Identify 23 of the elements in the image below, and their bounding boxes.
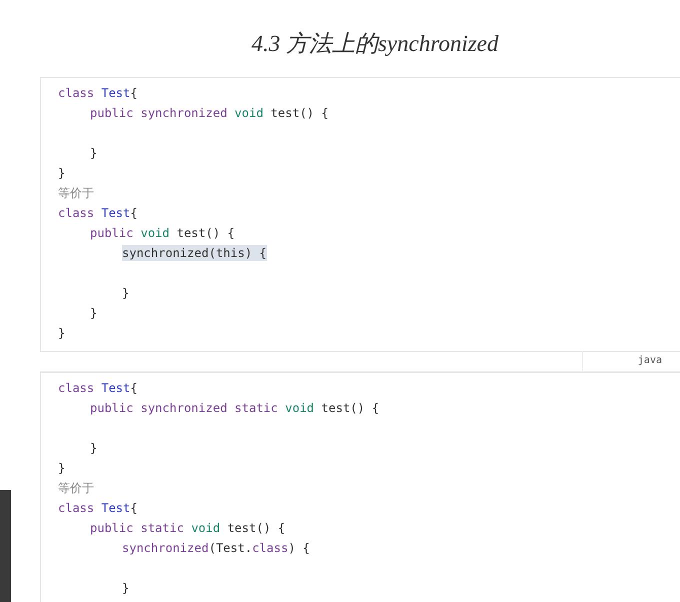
code-line: synchronized(Test.class) { xyxy=(122,540,310,556)
code-line: } xyxy=(58,325,66,341)
code-block xyxy=(40,372,680,602)
code-line: public void test() { xyxy=(90,225,235,241)
code-line: } xyxy=(90,145,98,161)
code-line: class Test{ xyxy=(58,205,138,221)
code-line: } xyxy=(90,305,98,321)
code-line: public synchronized void test() { xyxy=(90,105,328,121)
code-line: } xyxy=(122,580,130,596)
page-title: 4.3 方法上的synchronized xyxy=(250,30,500,58)
code-line: class Test{ xyxy=(58,380,138,396)
code-line: class Test{ xyxy=(58,500,138,516)
comment-text: 等价于 xyxy=(58,480,94,497)
code-line: public synchronized static void test() { xyxy=(90,400,380,416)
code-line: } xyxy=(58,460,66,476)
code-line: public static void test() { xyxy=(90,520,286,536)
code-block xyxy=(40,77,680,352)
code-line: } xyxy=(90,440,98,456)
language-tag: java xyxy=(582,351,680,371)
code-line: class Test{ xyxy=(58,85,138,101)
code-line: } xyxy=(58,165,66,181)
code-line: } xyxy=(122,285,130,301)
comment-text: 等价于 xyxy=(58,185,94,202)
